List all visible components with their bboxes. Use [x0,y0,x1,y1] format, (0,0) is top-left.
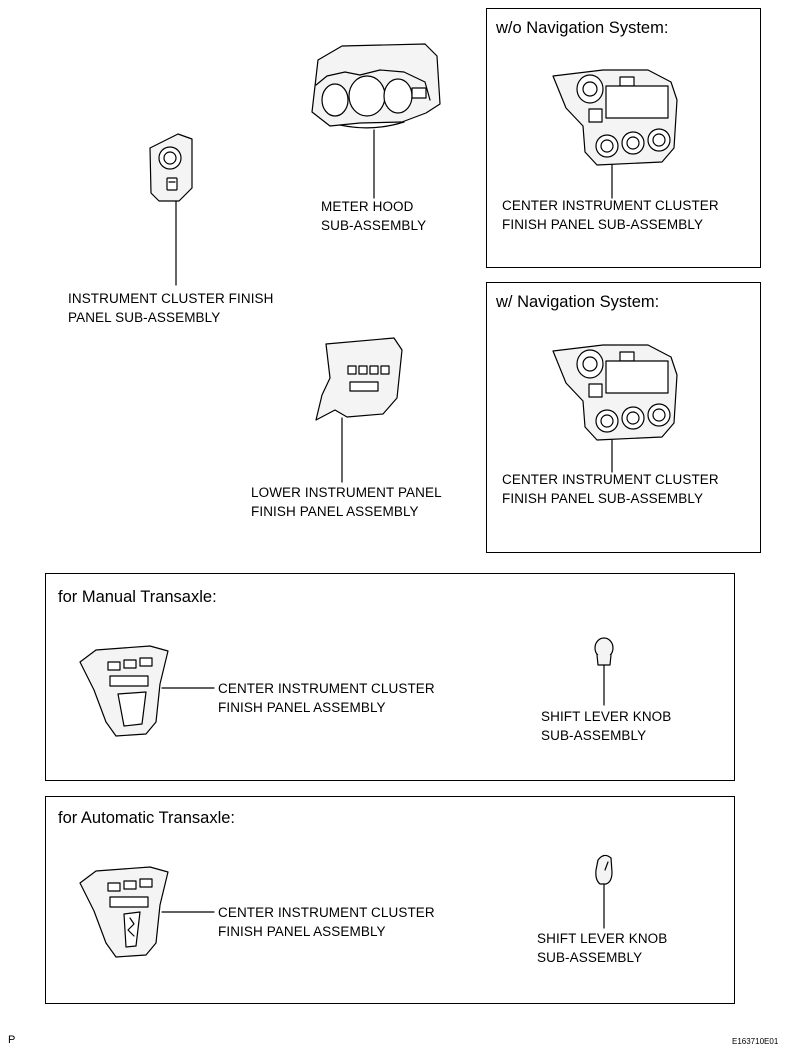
label-center-cluster-w-nav: CENTER INSTRUMENT CLUSTER FINISH PANEL S… [502,472,719,506]
label-instrument-cluster-finish-panel: INSTRUMENT CLUSTER FINISH PANEL SUB-ASSE… [68,291,274,325]
center-cluster-assy-manual-drawing [79,645,215,737]
page-mark: P [8,1034,16,1046]
wo-nav-title: w/o Navigation System: [496,19,669,37]
label-center-cluster-wo-nav: CENTER INSTRUMENT CLUSTER FINISH PANEL S… [502,198,719,232]
shift-knob-manual-drawing [594,637,614,706]
manual-transaxle-box [45,573,735,781]
automatic-transaxle-box [45,796,735,1004]
center-cluster-assy-auto-drawing [79,866,215,958]
lower-instrument-panel-drawing [315,337,403,483]
label-meter-hood: METER HOOD SUB-ASSEMBLY [321,199,427,233]
label-lower-instrument-panel: LOWER INSTRUMENT PANEL FINISH PANEL ASSE… [251,485,442,519]
automatic-transaxle-title: for Automatic Transaxle: [58,809,235,827]
manual-transaxle-title: for Manual Transaxle: [58,588,217,606]
label-center-cluster-assy-manual: CENTER INSTRUMENT CLUSTER FINISH PANEL A… [218,681,435,715]
center-cluster-wo-nav-drawing [552,69,678,199]
shift-knob-auto-drawing [595,854,613,929]
label-shift-knob-manual: SHIFT LEVER KNOB SUB-ASSEMBLY [541,709,672,743]
w-nav-box [486,282,761,553]
w-nav-title: w/ Navigation System: [496,293,660,311]
instrument-cluster-finish-panel-drawing [149,133,193,286]
label-shift-knob-auto: SHIFT LEVER KNOB SUB-ASSEMBLY [537,931,668,965]
meter-hood-drawing [311,43,441,199]
center-cluster-w-nav-drawing [552,344,678,473]
figure-code: E163710E01 [732,1037,779,1046]
wo-nav-box [486,8,761,268]
label-center-cluster-assy-auto: CENTER INSTRUMENT CLUSTER FINISH PANEL A… [218,905,435,939]
